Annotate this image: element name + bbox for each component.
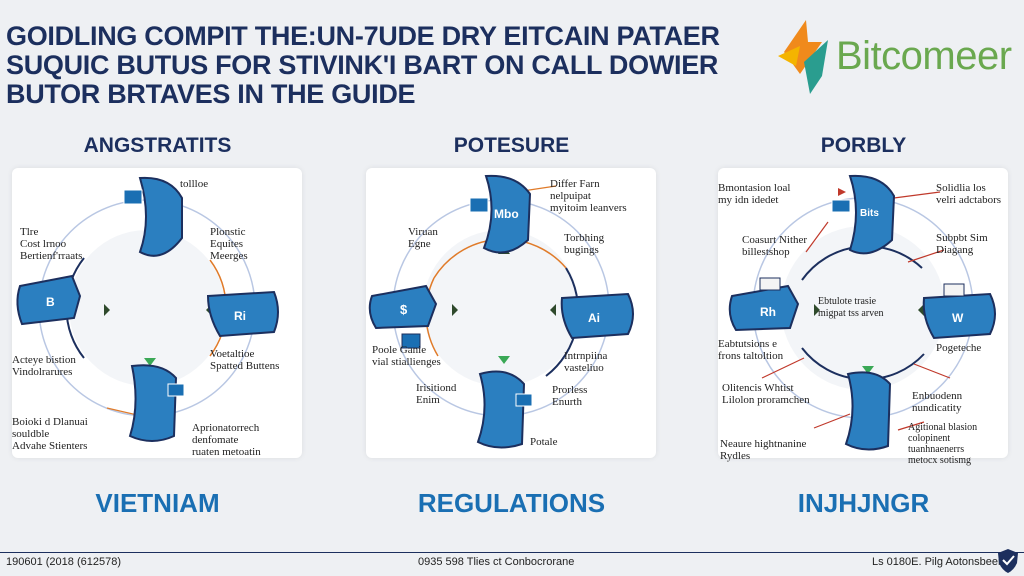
arrow-icon [498,356,510,364]
logo-text: Bitcomeer [836,34,1012,78]
node-bottom[interactable] [476,370,533,449]
node-left[interactable]: $ [368,284,438,349]
footer-right: Ls 0180E. Pilg Aotonsbeerg [872,556,1008,568]
node-left-label: B [46,295,55,309]
arrow-icon [144,358,156,366]
footer-center: 0935 598 Tlies ct Conbocrorane [418,556,575,568]
node-left[interactable]: B [16,274,82,326]
label-4: Subpbt Sim Diagang [936,232,988,256]
label-9: Neaure hightnanine Rydles [720,438,807,462]
panel-angstratits: ANGSTRATITS B Ri [0,128,315,473]
label-8: Enbuodenn nundicatity [912,390,963,414]
node-top-label: Bits [860,208,879,219]
arrow-icon [452,304,458,316]
node-bottom[interactable] [844,371,892,451]
logo-icon [778,20,828,94]
arrow-icon [838,188,846,196]
node-right-label: W [952,311,964,325]
arrow-icon [814,304,820,316]
label-1: Differ Farn nelpuipat myitoim leanvers [550,178,627,214]
panel-title: ANGSTRATITS [83,134,232,157]
title-line-3: BUTOR BRTAVES IN THE GUIDE [6,79,416,109]
panel-porbly: PORBLY Bits Rh [706,128,1021,473]
footer-divider [0,552,1024,553]
cycle-diagram: Mbo $ Ai [368,174,634,449]
node-bottom[interactable] [128,364,185,442]
label-5: Voetaltioe Spatted Buttens [210,348,280,372]
label-6: Pogeteche [936,342,982,354]
panel-potesure: POTESURE Mbo $ Ai [354,128,669,473]
node-right[interactable]: Ri [206,290,279,338]
cycle-diagram: Bits Rh W [728,174,996,451]
arrow-icon [862,366,874,374]
node-right-label: Ai [588,311,600,325]
label-2: Tlre Cost lrnoo Bertienf'rraats [20,226,83,262]
node-right[interactable]: Ai [560,292,634,340]
node-top[interactable]: Mbo [469,174,532,254]
panel-diagram: B Ri tollloe Tlre Cost lrnoo Bertienf'rr… [12,168,302,458]
page-title: GOIDLING COMPIT THE:UN-7UDE DRY EITCAIN … [6,22,736,109]
arrow-icon [918,304,924,316]
label-4: Acteye bistion Vindolrarures [12,354,76,378]
panel-title: PORBLY [820,134,907,157]
label-3: Torbhing bugings [564,232,605,256]
label-5: Eabtutsions e frons taltoltion [718,338,784,362]
panel-diagram: Bits Rh W Bmontasion loal my idn idedet … [718,168,1008,466]
node-left-label: $ [400,302,408,317]
node-right-label: Ri [234,309,246,323]
label-7: Aprionatorrech denfomate ruaten metoatin [192,422,261,458]
label-2: Viruan Egne [408,226,438,250]
label-5: Intrnpiina vasteliuo [564,350,608,374]
label-6: Irisitiond Enim [416,382,457,406]
label-8: Potale [530,436,558,448]
label-1: Bmontasion loal my idn idedet [718,182,791,206]
panel-diagram: Mbo $ Ai Differ Farn nelpuipat myitoim l… [366,168,656,458]
node-right[interactable]: W [922,283,996,340]
label-6: Boioki d Dlanuai souldble Advahe Stiente… [12,416,88,452]
label-7: Prorless Enurth [552,384,588,408]
label-1: tollloe [180,178,209,190]
label-7: Olitencis Whtist Lilolon proramchen [722,382,810,406]
panel-caption: INJHJNGR [797,488,930,518]
node-top[interactable]: Bits [831,174,896,255]
label-10: Agitional blasion colopinent tuanhnaener… [908,422,978,466]
label-3: Plonstic Equites Meerges [210,226,248,262]
title-line-2: SUQUIC BUTUS FOR STIVINK'I BART ON CALL … [6,50,719,80]
cycle-diagram: B Ri [16,176,279,442]
panel-caption: VIETNIAM [95,488,220,518]
label-2: Solidlia los velri adctabors [936,182,1002,206]
shield-icon [998,549,1018,573]
arrow-icon [550,304,556,316]
footer-left: 190601 (2018 (612578) [6,556,121,568]
panel-title: POTESURE [453,134,570,157]
label-4: Poole Ganie vial stiallienges [372,344,441,368]
node-left-label: Rh [760,305,776,319]
center-label: Ebtulote trasie migpat tss arven [818,296,884,319]
panel-caption: REGULATIONS [417,488,606,518]
node-left[interactable]: Rh [728,277,800,332]
arrow-icon [104,304,110,316]
node-top-label: Mbo [494,207,519,221]
node-top[interactable] [123,176,183,257]
label-3: Coasurt Nither billestshop [742,234,808,258]
title-line-1: GOIDLING COMPIT THE:UN-7UDE DRY EITCAIN … [6,21,720,51]
